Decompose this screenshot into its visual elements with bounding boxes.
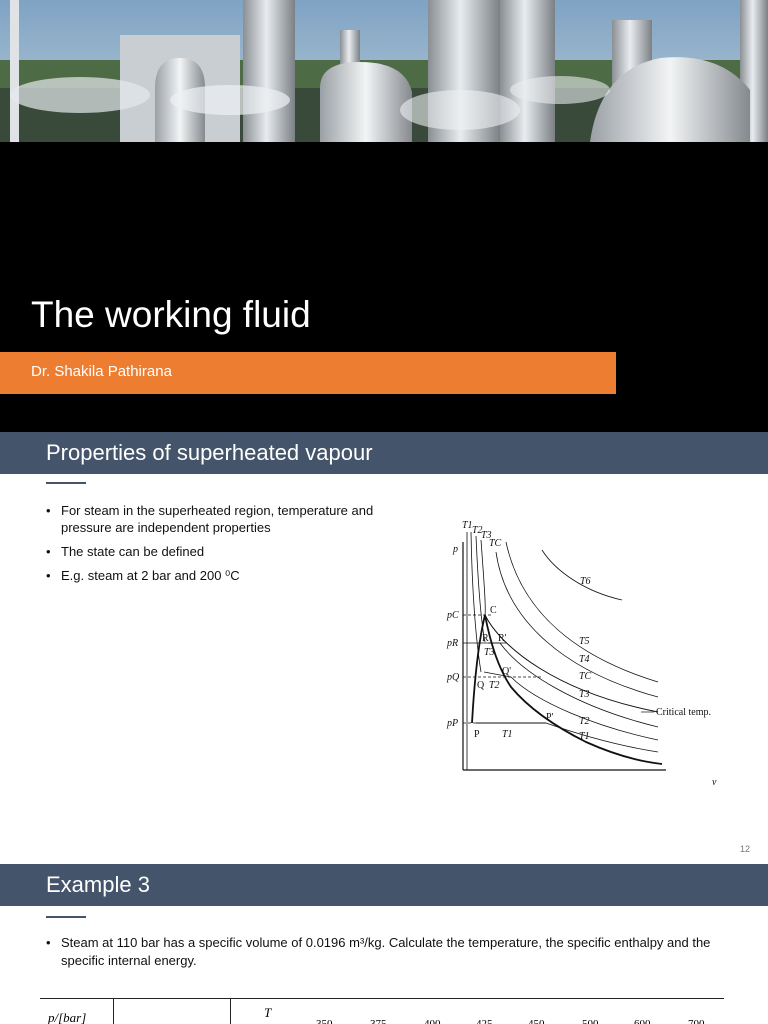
table-top-rule bbox=[40, 998, 724, 999]
temp-cell: 600 bbox=[634, 1018, 651, 1024]
label-t2-top: T2 bbox=[472, 525, 483, 536]
slide-header: Properties of superheated vapour bbox=[0, 432, 768, 474]
pressure-label-pq: pQ bbox=[446, 672, 460, 683]
point-p: P bbox=[474, 729, 480, 740]
bullet-list: For steam in the superheated region, tem… bbox=[46, 502, 426, 591]
inner-label-t2: T2 bbox=[489, 680, 500, 691]
label-t2: T2 bbox=[579, 716, 590, 727]
isotherm-t3-left bbox=[475, 535, 486, 643]
inner-label-t1: T1 bbox=[502, 729, 513, 740]
point-r-prime: R' bbox=[498, 633, 507, 644]
isotherm-t3 bbox=[488, 642, 659, 728]
p-v-diagram: p v pC pR pQ pP T1 T2 T3 TC T6 T5 T4 bbox=[446, 520, 717, 788]
temp-cell: 350 bbox=[316, 1018, 333, 1024]
inner-label-t3: T3 bbox=[484, 647, 495, 658]
label-tc: TC bbox=[579, 671, 592, 682]
point-q-prime: Q' bbox=[502, 666, 511, 677]
isotherm-t5 bbox=[505, 541, 659, 683]
temp-cell: 700 bbox=[688, 1018, 705, 1024]
bullet-item: Steam at 110 bar has a specific volume o… bbox=[46, 934, 726, 970]
isotherm-t6 bbox=[541, 549, 623, 601]
bullet-item: The state can be defined bbox=[46, 543, 426, 560]
slide-title: Example 3 bbox=[46, 872, 150, 897]
temp-cell: 375 bbox=[370, 1018, 387, 1024]
title-underline bbox=[46, 482, 86, 484]
temp-cell: 450 bbox=[528, 1018, 545, 1024]
temperature-header-row: 350 375 400 425 450 500 600 700 bbox=[300, 1018, 730, 1024]
title-slide: The working fluid Dr. Shakila Pathirana bbox=[0, 0, 768, 432]
point-r: R bbox=[482, 633, 489, 644]
temp-cell: 400 bbox=[424, 1018, 441, 1024]
plant-illustration bbox=[0, 0, 768, 142]
pressure-label-pr: pR bbox=[446, 638, 458, 649]
label-t4: T4 bbox=[579, 654, 590, 665]
label-t1-top: T1 bbox=[462, 520, 473, 531]
superheated-vapour-slide: Properties of superheated vapour For ste… bbox=[0, 432, 768, 864]
page-number: 12 bbox=[739, 844, 750, 854]
bullet-item: E.g. steam at 2 bar and 200 ⁰C bbox=[46, 567, 426, 584]
author-name: Dr. Shakila Pathirana bbox=[31, 363, 172, 380]
point-p-prime: P' bbox=[546, 712, 554, 723]
isotherm-t4 bbox=[495, 551, 659, 698]
isotherm-t2 bbox=[483, 671, 659, 741]
table-header-pressure: p/[bar] bbox=[48, 1010, 87, 1024]
label-tc-top: TC bbox=[489, 538, 502, 549]
label-t5: T5 bbox=[579, 636, 590, 647]
isotherm-critical bbox=[484, 614, 659, 713]
title-underline bbox=[46, 916, 86, 918]
y-axis-label: p bbox=[452, 544, 458, 555]
isotherm-t1 bbox=[545, 722, 659, 753]
temp-cell: 500 bbox=[582, 1018, 599, 1024]
isotherm-tc-left bbox=[480, 539, 486, 616]
slide-title: Properties of superheated vapour bbox=[46, 440, 373, 465]
table-header-temperature: T bbox=[264, 1005, 272, 1020]
subtitle-bar bbox=[0, 352, 616, 394]
pressure-label-pc: pC bbox=[446, 610, 459, 621]
x-axis-label: v bbox=[712, 777, 717, 788]
table-column-rule bbox=[230, 998, 231, 1024]
point-c: C bbox=[490, 605, 497, 616]
example-slide: Example 3 Steam at 110 bar has a specifi… bbox=[0, 864, 768, 1024]
label-t3-top: T3 bbox=[481, 530, 492, 541]
bullet-item: For steam in the superheated region, tem… bbox=[46, 502, 426, 536]
saturation-dome bbox=[471, 614, 663, 765]
bullet-list: Steam at 110 bar has a specific volume o… bbox=[46, 934, 726, 970]
label-critical-temp: Critical temp. bbox=[656, 707, 711, 718]
isotherm-t2-left bbox=[470, 531, 482, 673]
industrial-plant-photo bbox=[0, 0, 768, 142]
presentation-title: The working fluid bbox=[31, 294, 311, 335]
point-q: Q bbox=[477, 680, 485, 691]
table-column-rule bbox=[113, 998, 114, 1024]
temp-cell: 425 bbox=[476, 1018, 493, 1024]
pressure-label-pp: pP bbox=[446, 718, 458, 729]
label-t6: T6 bbox=[580, 576, 591, 587]
slide-header: Example 3 bbox=[0, 864, 768, 906]
label-t1: T1 bbox=[579, 731, 590, 742]
label-t3: T3 bbox=[579, 689, 590, 700]
